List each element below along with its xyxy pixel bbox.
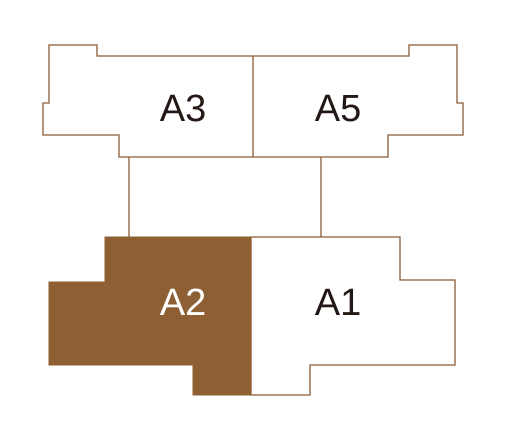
unit-label-a2: A2 xyxy=(160,282,206,324)
unit-a1-outline xyxy=(250,236,456,396)
core-outline xyxy=(128,157,322,237)
unit-label-a3: A3 xyxy=(160,88,206,130)
unit-label-a1: A1 xyxy=(315,282,361,324)
unit-label-a5: A5 xyxy=(315,88,361,130)
unit-a2-shape[interactable] xyxy=(48,236,252,396)
